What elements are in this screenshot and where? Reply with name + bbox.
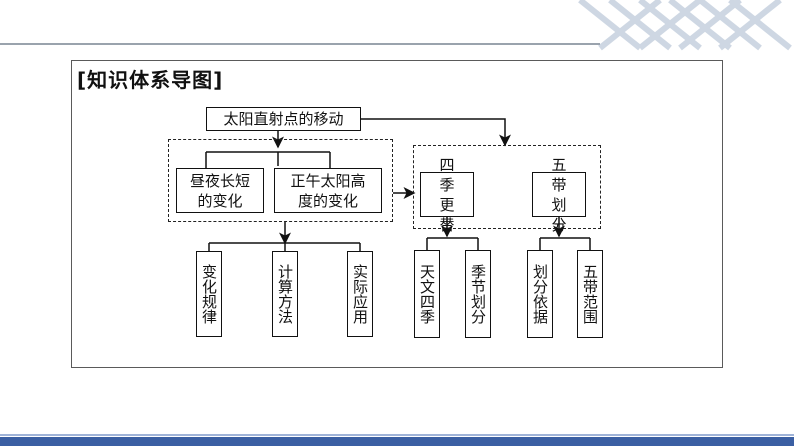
node-astro-seasons: 天文四季 — [414, 250, 440, 338]
decorative-stripes — [578, 0, 792, 51]
node-day-night: 昼夜长短的变化 — [176, 168, 264, 213]
node-app: 实际应用 — [347, 251, 373, 337]
node-law: 变化规律 — [196, 251, 222, 337]
node-root: 太阳直射点的移动 — [206, 107, 361, 131]
node-seasons: 四季更替 — [420, 156, 474, 234]
footer-line — [0, 434, 794, 436]
node-zones: 五带划分 — [532, 156, 586, 234]
node-basis: 划分依据 — [527, 250, 553, 338]
footer-bar — [0, 437, 794, 446]
diagram-title: [知识体系导图] — [77, 68, 224, 92]
earth-effects-group — [168, 139, 393, 222]
seasons-zones-group — [413, 145, 601, 229]
node-calc: 计算方法 — [272, 251, 298, 337]
header-divider — [0, 43, 600, 45]
node-season-division: 季节划分 — [465, 250, 491, 338]
diagram-frame — [71, 60, 723, 368]
node-noon-sun: 正午太阳高度的变化 — [274, 168, 382, 213]
node-zone-range: 五带范围 — [577, 250, 603, 338]
